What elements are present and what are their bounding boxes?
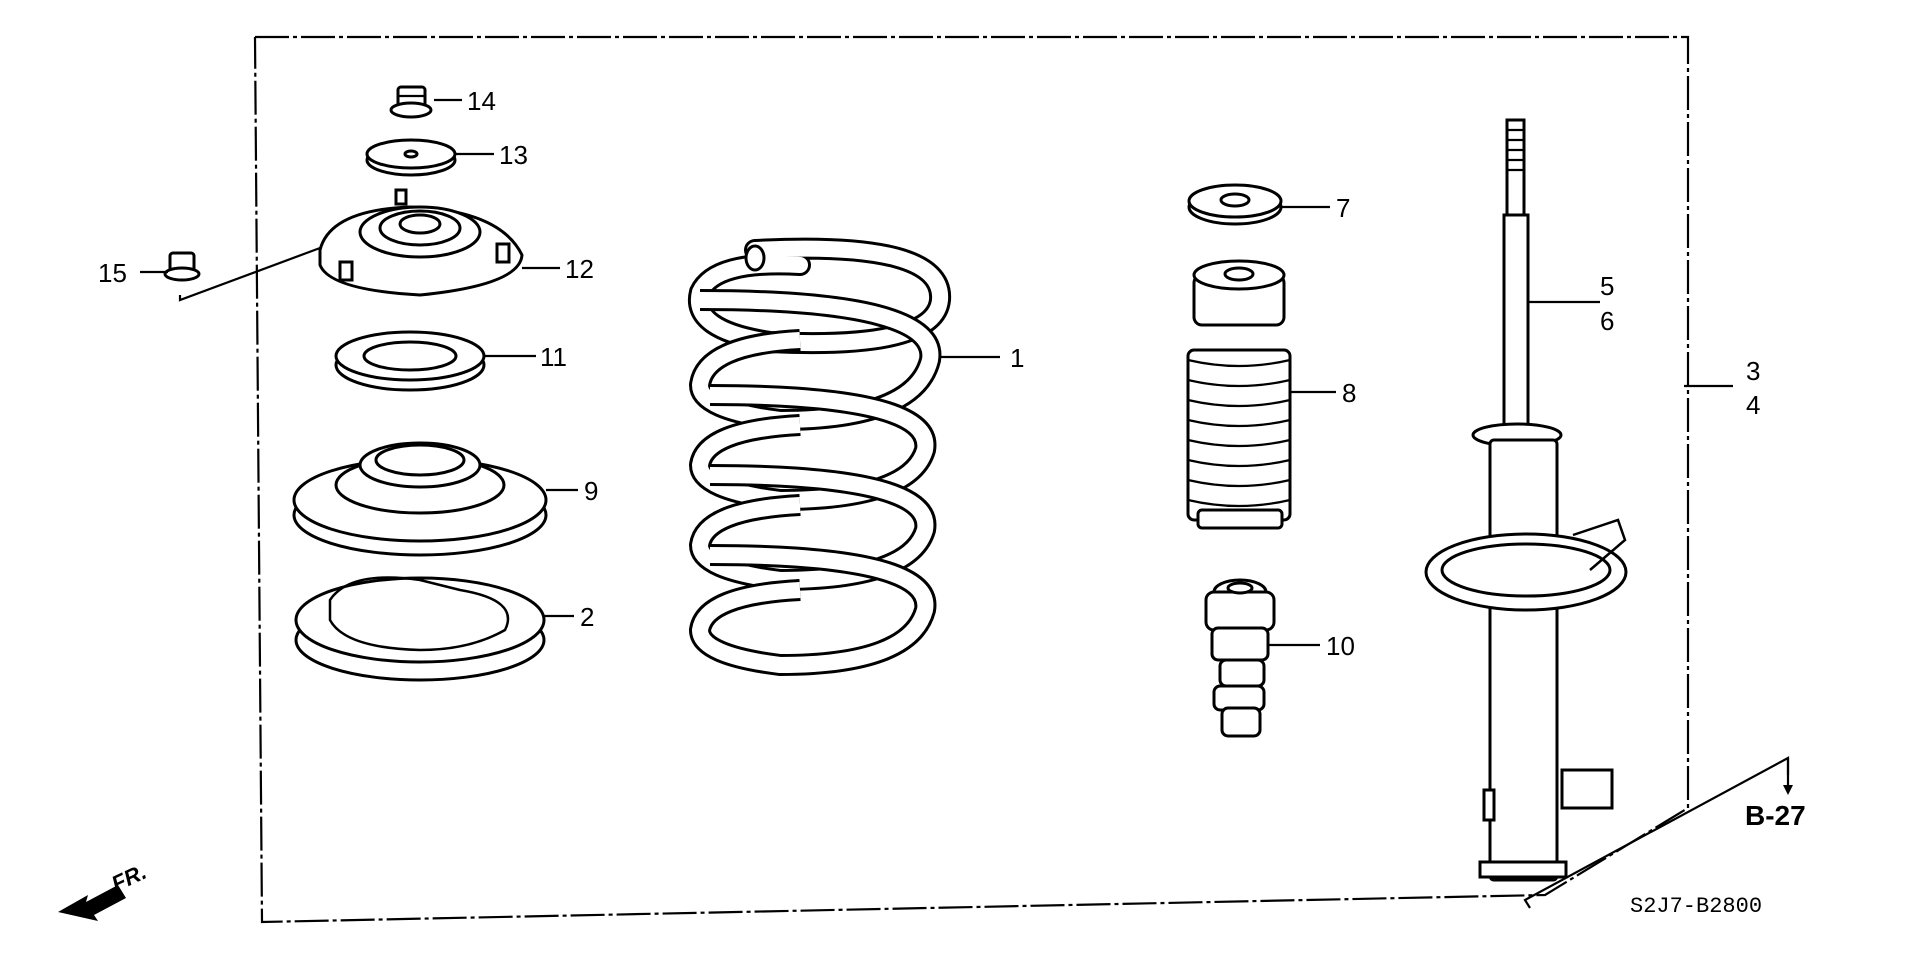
label-5: 5: [1600, 271, 1614, 301]
label-4: 4: [1746, 390, 1760, 420]
label-13: 13: [499, 140, 528, 170]
part-5-6-shock-absorber[interactable]: [1471, 118, 1614, 882]
reference-link[interactable]: B-27: [1523, 756, 1806, 909]
part-12-strut-mount[interactable]: [318, 188, 524, 297]
part-14-nut[interactable]: [389, 85, 433, 119]
part-9-spring-seat[interactable]: [292, 441, 548, 557]
part-11-bearing[interactable]: [334, 330, 486, 392]
part-1-coil-spring[interactable]: [687, 237, 952, 677]
part-3-4-spring-perch[interactable]: [1424, 518, 1628, 612]
label-3: 3: [1746, 356, 1760, 386]
part-15-nut[interactable]: [163, 251, 201, 282]
part-13-washer[interactable]: [365, 138, 457, 177]
part-10-bump-stop[interactable]: [1204, 578, 1276, 738]
part-7-washer[interactable]: [1187, 183, 1283, 226]
label-12: 12: [565, 254, 594, 284]
part-2-spring-seat[interactable]: [294, 576, 546, 682]
label-15: 15: [98, 258, 127, 288]
reference-label[interactable]: B-27: [1745, 800, 1806, 831]
label-11: 11: [540, 342, 567, 372]
front-direction-arrow-icon: FR.: [58, 859, 150, 921]
label-7: 7: [1336, 193, 1350, 223]
label-9: 9: [584, 476, 598, 506]
label-2: 2: [580, 602, 594, 632]
label-14: 14: [467, 86, 496, 116]
part-8-dust-boot[interactable]: [1186, 259, 1292, 530]
diagram-code: S2J7-B2800: [1630, 894, 1762, 919]
label-1: 1: [1010, 343, 1024, 373]
label-6: 6: [1600, 306, 1614, 336]
label-8: 8: [1342, 378, 1356, 408]
label-10: 10: [1326, 631, 1355, 661]
